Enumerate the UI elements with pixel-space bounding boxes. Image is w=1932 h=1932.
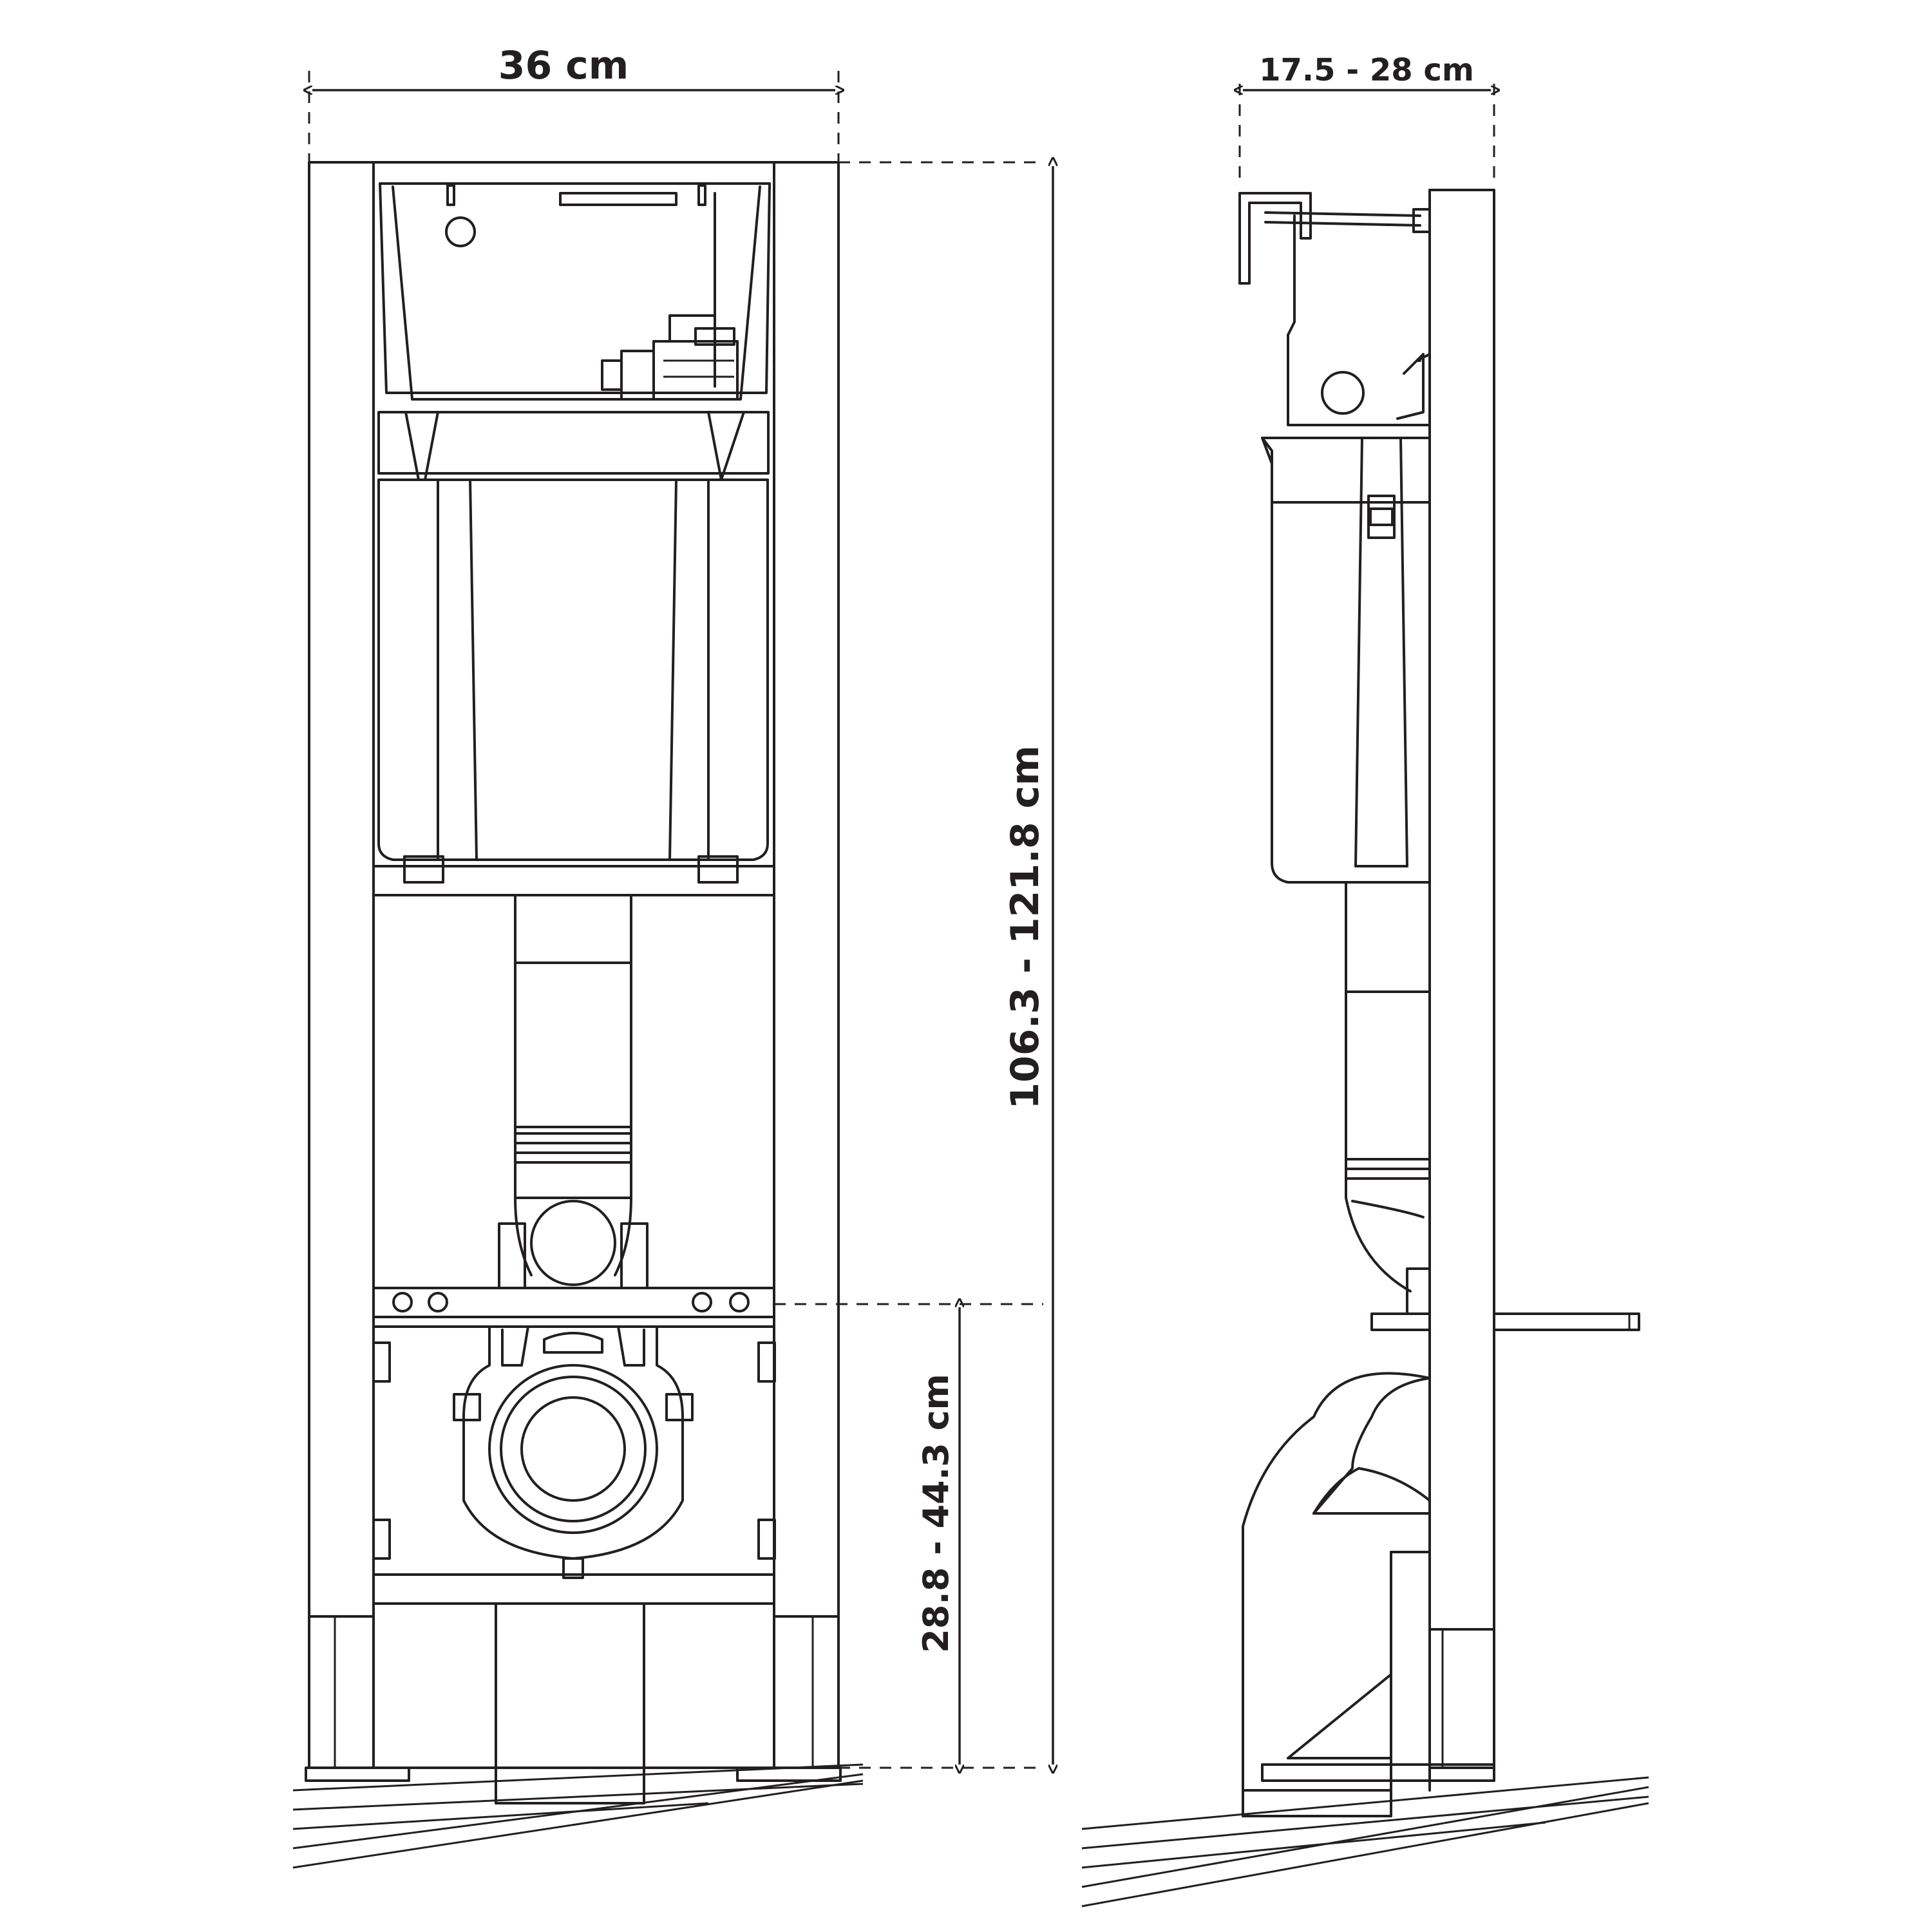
front-cistern	[372, 182, 775, 896]
side-view	[1081, 189, 1649, 1908]
side-support-rod	[1370, 1312, 1640, 1331]
side-outlet-bend	[1242, 1372, 1431, 1817]
side-top-bracket	[1238, 192, 1431, 285]
dimension-width-label: 36 cm	[498, 43, 629, 88]
dimension-total-height: 106.3 - 121.8 cm	[838, 162, 1053, 1768]
dimension-width: 36 cm	[309, 43, 838, 161]
front-outlet-connector	[453, 1325, 694, 1579]
dimension-outlet-height-label: 28.8 - 44.3 cm	[916, 1374, 956, 1653]
front-support-bar	[372, 1287, 776, 1560]
front-view	[292, 161, 864, 1869]
dimension-outlet-height: 28.8 - 44.3 cm	[774, 1304, 1043, 1765]
front-bottom	[372, 1573, 775, 1804]
front-frame	[305, 161, 842, 1782]
side-floor-hatch	[1081, 1776, 1649, 1908]
dimension-total-height-label: 106.3 - 121.8 cm	[1003, 745, 1048, 1109]
side-cistern	[1261, 214, 1431, 884]
side-flush-pipe	[1345, 881, 1431, 1315]
front-flush-pipe	[498, 894, 649, 1289]
side-frame	[1261, 189, 1495, 1782]
dimension-depth-label: 17.5 - 28 cm	[1259, 52, 1474, 88]
dimension-depth: 17.5 - 28 cm	[1240, 52, 1494, 187]
